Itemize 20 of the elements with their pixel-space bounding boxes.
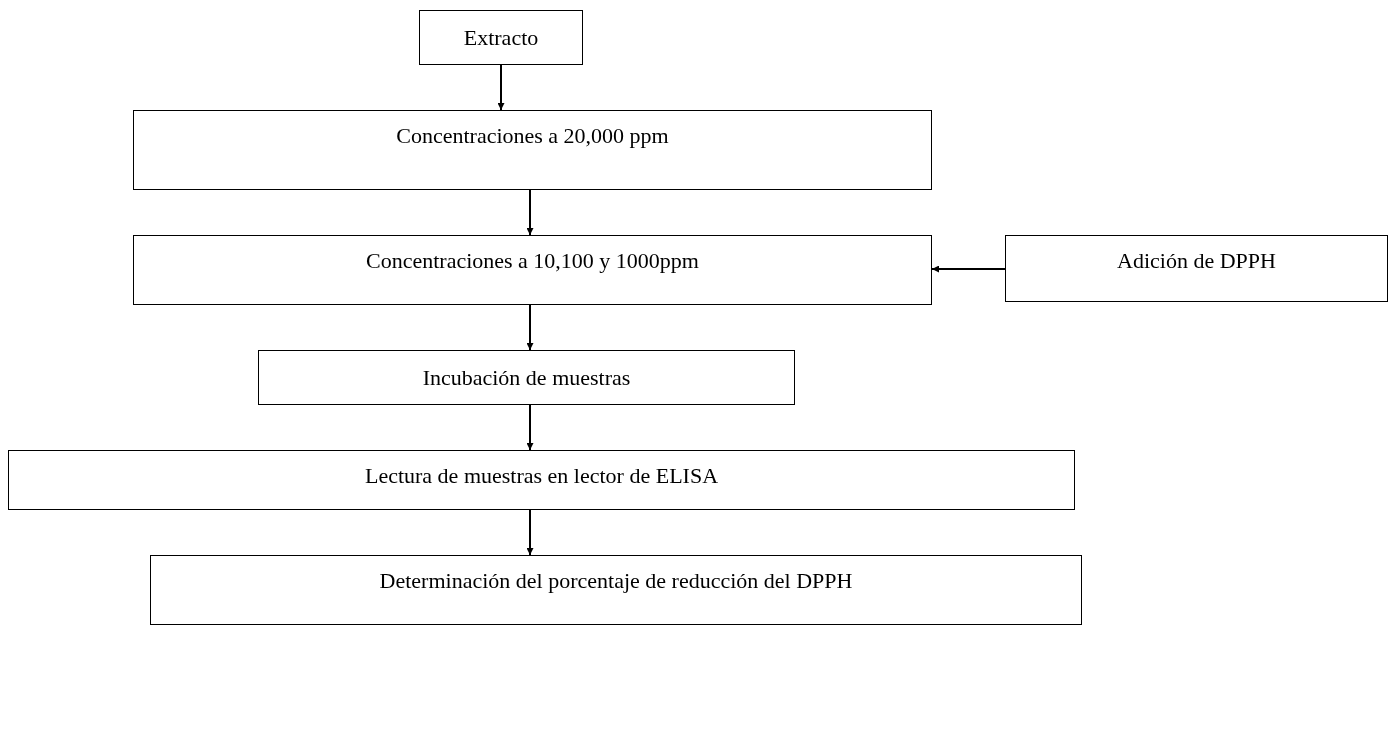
arrow [526,404,534,451]
box-label: Incubación de muestras [422,364,631,391]
box-label: Adición de DPPH [1117,248,1276,274]
process-box [258,350,795,405]
process-box [133,235,932,305]
box-label: Concentraciones a 10,100 y 1000ppm [366,248,699,274]
arrow [526,304,534,351]
box-label: Concentraciones a 20,000 ppm [396,123,669,149]
process-box [419,10,583,65]
box-label: Determinación del porcentaje de reducción del DPPH [379,568,853,594]
arrow [526,509,534,556]
process-box [8,450,1075,510]
process-box [133,110,932,190]
arrow [931,265,1006,273]
process-box [150,555,1082,625]
box-label: Lectura de muestras en lector de ELISA [364,463,719,489]
box-label: Extracto [463,24,539,51]
arrow [526,189,534,236]
process-box [1005,235,1388,302]
arrow [497,64,505,111]
